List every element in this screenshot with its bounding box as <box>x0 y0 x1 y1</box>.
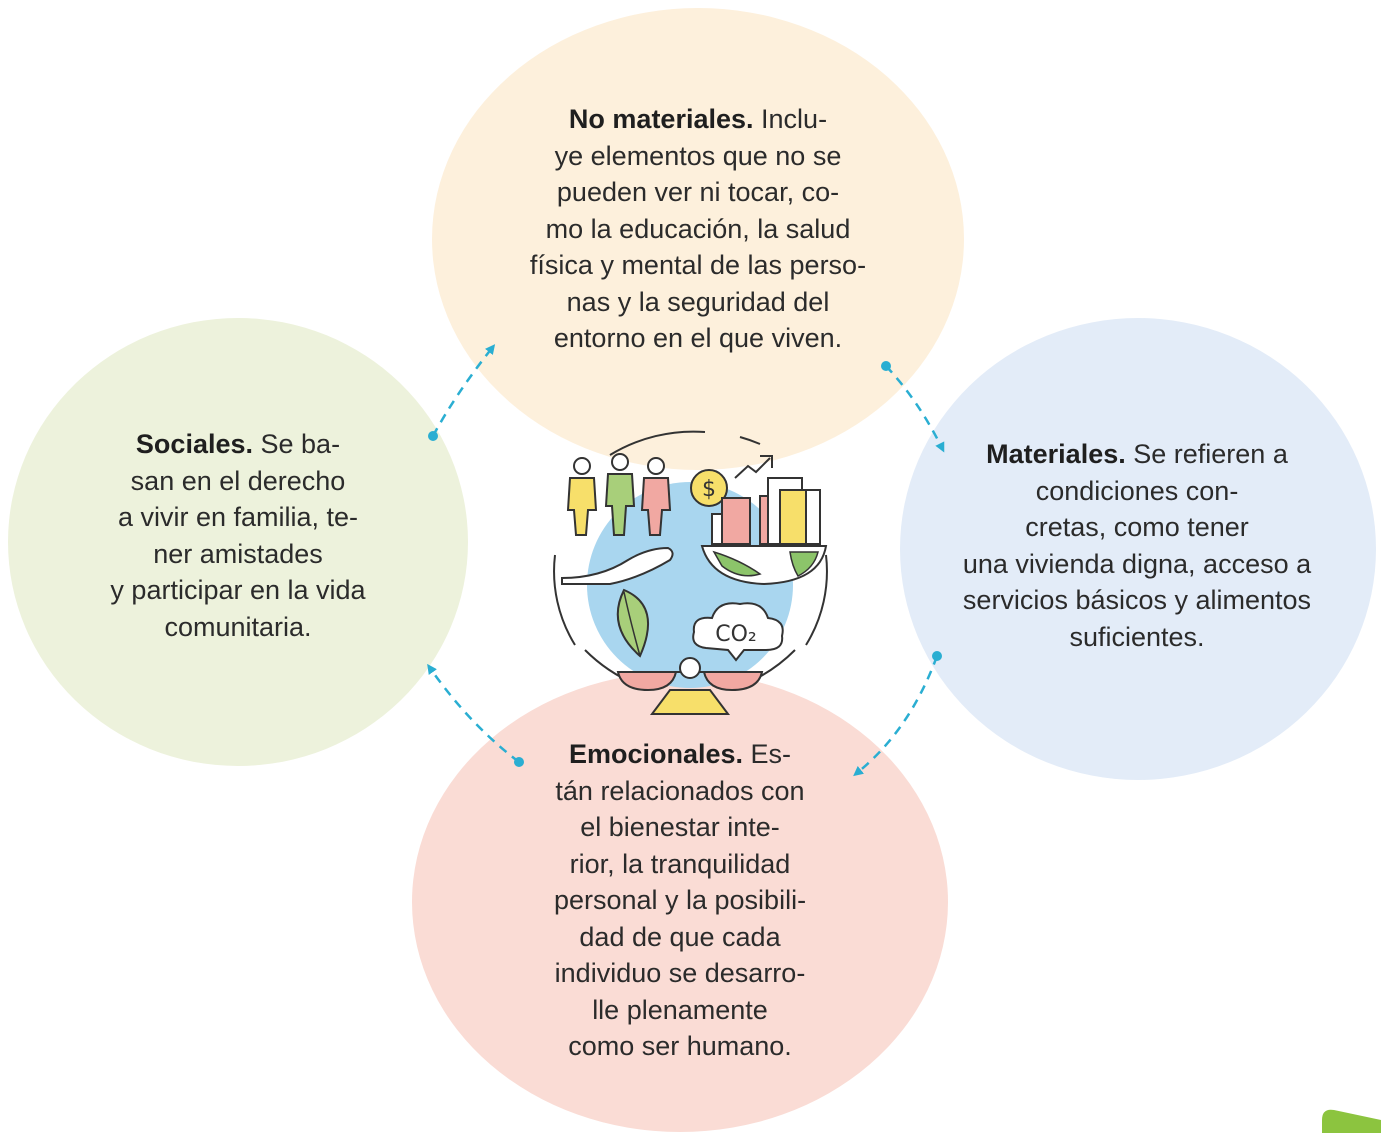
circle-materiales <box>900 318 1376 780</box>
text-emocionales: Emocionales. Es- tán relacionados con el… <box>553 739 807 1061</box>
svg-text:$: $ <box>702 477 716 502</box>
arrow-dot <box>514 757 524 767</box>
circle-sociales <box>8 318 468 766</box>
arrow-left-to-top <box>431 344 496 437</box>
section-title: Sociales. <box>135 429 253 459</box>
corner-tab-icon <box>1322 1109 1381 1133</box>
text-sociales: Sociales. Se ba- san en el derecho a viv… <box>110 429 366 642</box>
section-title: Materiales. <box>986 439 1126 469</box>
section-title: Emocionales. <box>568 739 744 769</box>
arrow-dot <box>881 361 891 371</box>
text-materiales: Materiales. Se refieren a condiciones co… <box>962 439 1312 652</box>
arrow-top-to-right <box>885 365 945 453</box>
circle-no-materiales <box>432 8 964 470</box>
svg-text:CO₂: CO₂ <box>715 622 757 647</box>
text-no-materiales: No materiales. Inclu- ye elementos que n… <box>529 104 867 353</box>
arrow-dot <box>428 431 438 441</box>
arrow-dot <box>932 651 942 661</box>
arrow-bottom-to-left <box>427 663 520 763</box>
arrow-right-to-bottom <box>853 655 939 777</box>
section-title: No materiales. <box>568 104 754 134</box>
